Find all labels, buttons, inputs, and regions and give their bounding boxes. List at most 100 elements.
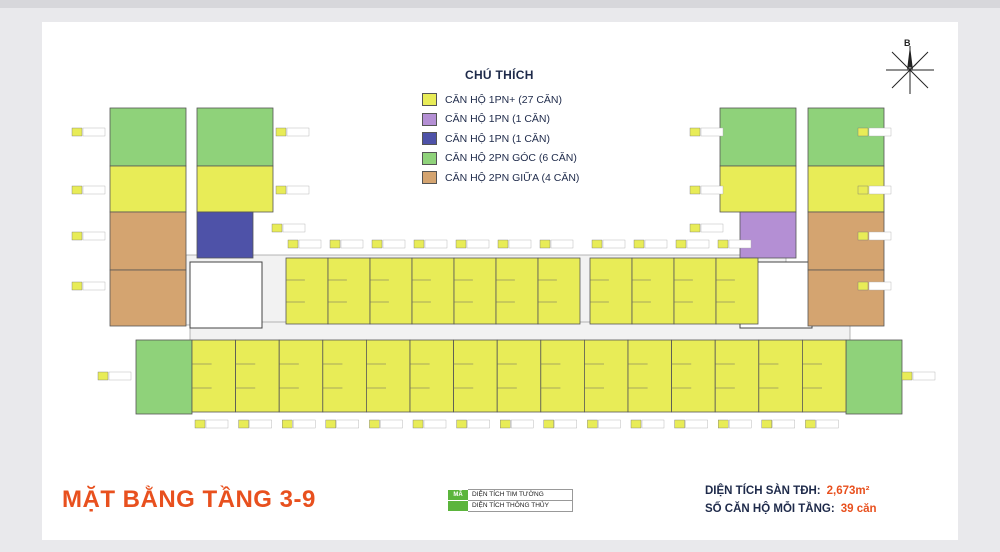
unit-code-tag xyxy=(857,185,869,195)
unit-1pn-plus xyxy=(627,339,672,413)
note-row: DIỆN TÍCH THÔNG THỦY xyxy=(448,499,588,512)
unit-code-tag xyxy=(689,223,701,233)
unit-code-tag xyxy=(329,239,341,249)
unit-1pn-plus xyxy=(714,339,760,413)
unit-area-tag xyxy=(467,419,490,429)
unit-1pn-plus xyxy=(278,339,324,413)
unit-area-tag xyxy=(700,185,724,195)
unit-1pn-purple xyxy=(739,211,797,259)
floor-plan-units xyxy=(71,107,936,429)
unit-1pn-plus xyxy=(285,257,329,325)
unit-2pn-middle xyxy=(807,269,885,327)
unit-area-tag xyxy=(286,185,310,195)
unit-area-tag xyxy=(423,419,447,429)
unit-area-tag xyxy=(602,239,626,249)
unit-area-tag xyxy=(685,419,708,429)
unit-code-tag xyxy=(587,419,598,429)
unit-code-tag xyxy=(689,185,701,195)
note-key-fill xyxy=(448,500,468,511)
unit-1pn-plus xyxy=(802,339,847,413)
unit-1pn-plus xyxy=(191,339,236,413)
unit-1pn-plus xyxy=(584,339,629,413)
unit-code-tag xyxy=(287,239,299,249)
unit-1pn-plus xyxy=(719,165,797,213)
top-bar xyxy=(0,0,1000,8)
compass-icon: B xyxy=(886,38,934,94)
unit-code-tag xyxy=(497,239,509,249)
unit-1pn-plus xyxy=(453,257,497,325)
unit-area-tag xyxy=(293,419,316,429)
unit-1pn-plus xyxy=(673,257,717,325)
note-key: MÃ CĂN xyxy=(448,489,468,508)
unit-code-tag xyxy=(412,419,424,429)
unit-area-tag xyxy=(82,281,106,291)
unit-1pn-plus xyxy=(631,257,675,325)
legend-label: CĂN HỘ 2PN GIỮA (4 CĂN) xyxy=(445,171,580,184)
area-note: MÃ CĂN DIỆN TÍCH TIM TƯỜNG DIỆN TÍCH THÔ… xyxy=(448,488,588,512)
unit-code-tag xyxy=(456,419,467,429)
unit-code-tag xyxy=(543,419,554,429)
unit-code-tag xyxy=(369,419,380,429)
unit-code-tag xyxy=(539,239,551,249)
unit-1pn-plus xyxy=(453,339,498,413)
unit-code-tag xyxy=(71,185,83,195)
unit-code-tag xyxy=(371,239,383,249)
unit-1pn-plus xyxy=(715,257,759,325)
unit-area-tag xyxy=(550,239,574,249)
unit-area-tag xyxy=(729,419,752,429)
unit-code-tag xyxy=(238,419,249,429)
unit-area-tag xyxy=(508,239,532,249)
unit-area-tag xyxy=(868,127,892,137)
unit-code-tag xyxy=(689,127,701,137)
unit-code-tag xyxy=(71,231,83,241)
unit-area-tag xyxy=(511,419,534,429)
area-stat: DIỆN TÍCH SÀN TĐH:2,673m² xyxy=(705,485,869,497)
unit-code-tag xyxy=(194,419,206,429)
unit-area-tag xyxy=(868,185,892,195)
unit-2pn-corner xyxy=(135,339,193,415)
unit-code-tag xyxy=(857,231,869,241)
unit-1pn-plus xyxy=(758,339,803,413)
unit-code-tag xyxy=(500,419,511,429)
unit-area-tag xyxy=(686,239,710,249)
unit-2pn-corner xyxy=(719,107,797,167)
unit-area-tag xyxy=(912,371,936,381)
unit-2pn-corner xyxy=(807,107,885,167)
legend-swatch xyxy=(422,171,437,185)
unit-code-tag xyxy=(805,419,816,429)
unit-1pn-plus xyxy=(235,339,280,413)
page-title: MẶT BẰNG TẦNG 3-9 xyxy=(62,486,316,513)
unit-area-tag xyxy=(249,419,272,429)
unit-code-tag xyxy=(71,127,83,137)
unit-1pn-plus xyxy=(109,165,187,213)
unit-code-tag xyxy=(901,371,913,381)
area-label: DIỆN TÍCH SÀN TĐH: xyxy=(705,485,821,497)
unit-code-tag xyxy=(271,223,283,233)
legend-item: CĂN HỘ 1PN+ (27 CĂN) xyxy=(422,90,579,110)
note-row-2: DIỆN TÍCH THÔNG THỦY xyxy=(468,499,573,512)
unit-1pn-plus xyxy=(327,257,371,325)
unit-area-tag xyxy=(644,239,668,249)
legend-item: CĂN HỘ 2PN GIỮA (4 CĂN) xyxy=(422,168,579,188)
unit-1pn-plus xyxy=(671,339,716,413)
unit-1pn-plus xyxy=(589,257,633,325)
legend: CĂN HỘ 1PN+ (27 CĂN) CĂN HỘ 1PN (1 CĂN) … xyxy=(422,90,579,188)
unit-area-tag xyxy=(816,419,839,429)
unit-2pn-middle xyxy=(807,211,885,271)
unit-code-tag xyxy=(413,239,425,249)
note-row: MÃ CĂN DIỆN TÍCH TIM TƯỜNG xyxy=(448,488,588,508)
unit-area-tag xyxy=(286,127,310,137)
unit-area-tag xyxy=(382,239,406,249)
unit-code-tag xyxy=(275,185,287,195)
unit-code-tag xyxy=(71,281,83,291)
unit-area-tag xyxy=(728,239,752,249)
units-label: SỐ CĂN HỘ MỖI TẦNG: xyxy=(705,503,835,515)
unit-area-tag xyxy=(205,419,229,429)
unit-area-tag xyxy=(340,239,364,249)
unit-area-tag xyxy=(380,419,403,429)
unit-code-tag xyxy=(633,239,645,249)
unit-code-tag xyxy=(630,419,642,429)
unit-code-tag xyxy=(591,239,603,249)
unit-1pn-plus xyxy=(537,257,581,325)
legend-title: CHÚ THÍCH xyxy=(465,68,534,82)
